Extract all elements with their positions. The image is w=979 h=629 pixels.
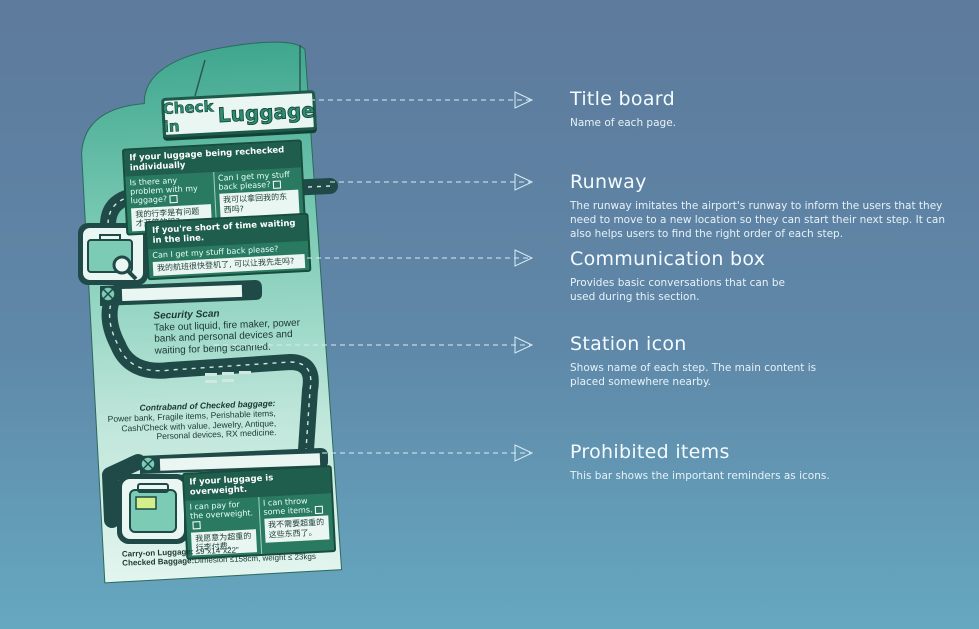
arrow-icon	[514, 336, 534, 354]
annotation-desc: The runway imitates the airport's runway…	[570, 200, 946, 241]
annotation-title: Title board	[570, 88, 675, 110]
prohibited-bar-checked	[140, 448, 328, 474]
arrow-icon	[514, 444, 534, 462]
annotation-station-icon: Station icon Shows name of each step. Th…	[570, 333, 840, 389]
annotation-title: Station icon	[570, 333, 687, 355]
arrow-icon	[514, 91, 534, 109]
annotation-desc: Provides basic conversations that can be…	[570, 277, 785, 304]
arrow-icon	[514, 249, 534, 267]
annotation-runway: Runway The runway imitates the airport's…	[570, 171, 955, 242]
annotation-desc: Shows name of each step. The main conten…	[570, 362, 817, 389]
station-icon-security	[78, 223, 148, 285]
annotation-title: Prohibited items	[570, 441, 730, 463]
station-icon-overweight	[117, 474, 189, 544]
annotation-prohibited-items: Prohibited items This bar shows the impo…	[570, 441, 955, 483]
prohibited-bar-security	[100, 280, 262, 306]
annotation-communication-box: Communication box Provides basic convers…	[570, 248, 800, 304]
annotation-title: Communication box	[570, 248, 766, 270]
annotation-desc: This bar shows the important reminders a…	[570, 470, 830, 482]
annotation-title-board: Title board Name of each page.	[570, 88, 955, 130]
arrow-icon	[514, 173, 534, 191]
annotation-desc: Name of each page.	[570, 117, 676, 129]
annotation-title: Runway	[570, 171, 647, 193]
